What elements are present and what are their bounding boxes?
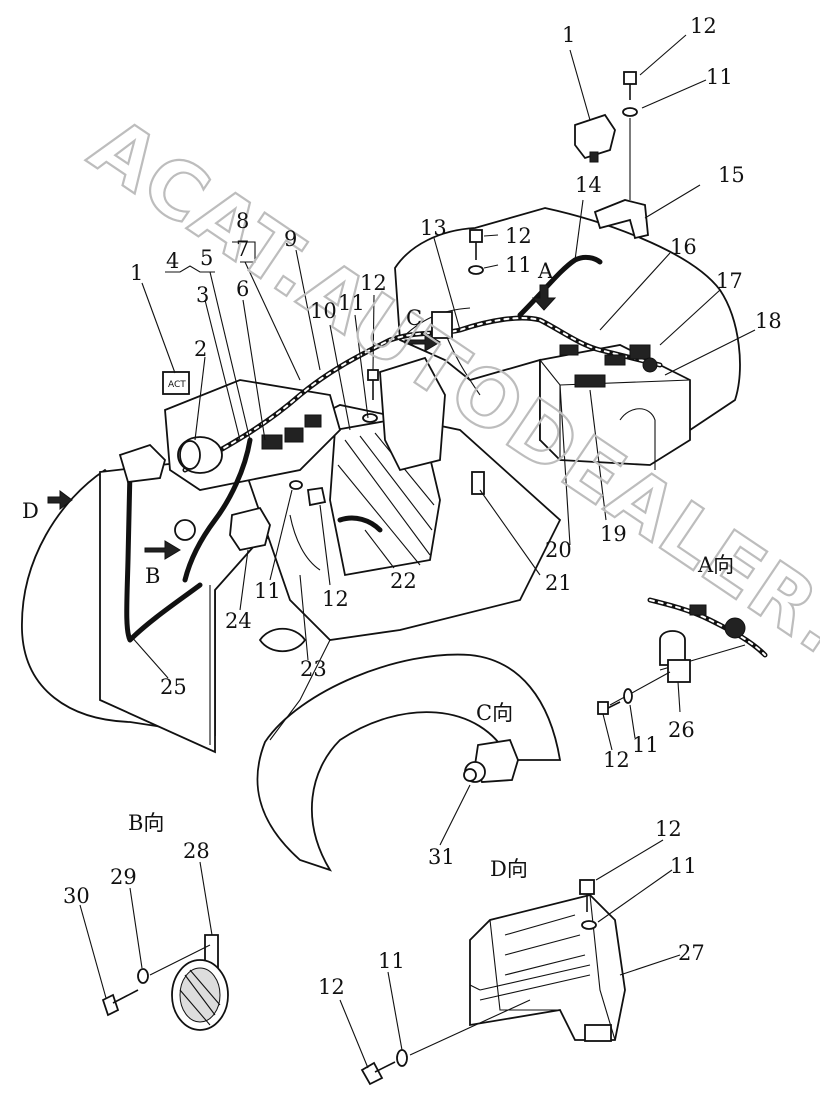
label-11-a: 11 [632, 733, 659, 757]
relay-24 [229, 506, 271, 552]
bolt-12-top [622, 71, 638, 117]
label-3: 3 [196, 283, 209, 307]
connector-box [431, 311, 453, 339]
label-12-c: 12 [360, 271, 387, 295]
label-31: 31 [428, 845, 455, 869]
air-cleaner [379, 356, 446, 472]
grommet-23 [258, 627, 307, 653]
rear-switch [174, 519, 196, 541]
svg-text:ACT: ACT [168, 380, 186, 390]
arrow-label-d: D [22, 499, 39, 523]
detail-d-guard [360, 879, 626, 1086]
label-11-low: 11 [254, 579, 281, 603]
label-28: 28 [183, 839, 210, 863]
label-25: 25 [160, 675, 187, 699]
label-11-d: 11 [670, 854, 697, 878]
label-7: 7 [236, 237, 249, 261]
label-12-a: 12 [603, 748, 630, 772]
harness-branch-left [182, 437, 253, 583]
cable-23 [289, 514, 321, 571]
label-22: 22 [390, 569, 417, 593]
arrow-a-icon [531, 284, 557, 311]
label-18: 18 [755, 309, 782, 333]
label-15: 15 [718, 163, 745, 187]
detail-b-horn [101, 934, 229, 1031]
view-title-d: D向 [490, 857, 528, 881]
label-30: 30 [63, 884, 90, 908]
label-2: 2 [194, 337, 207, 361]
rear-lamp [118, 443, 167, 483]
label-16: 16 [670, 235, 697, 259]
label-1-top: 1 [562, 23, 575, 47]
label-26: 26 [668, 718, 695, 742]
label-11-mid: 11 [505, 253, 532, 277]
label-9: 9 [284, 227, 297, 251]
bolt-12-mid [468, 229, 484, 275]
label-8: 8 [236, 209, 249, 233]
arrow-d-icon [47, 490, 73, 510]
label-24: 24 [225, 609, 252, 633]
right-fender [256, 653, 562, 872]
label-17: 17 [716, 269, 743, 293]
label-12-mid: 12 [505, 224, 532, 248]
lamp-part-1-top [574, 113, 616, 163]
label-5: 5 [200, 246, 213, 270]
leader-lines [79, 34, 756, 1069]
label-19: 19 [600, 522, 627, 546]
arrow-c-icon [404, 332, 441, 352]
label-13: 13 [420, 216, 447, 240]
view-title-c: C向 [476, 701, 513, 725]
bracket-15 [593, 199, 649, 240]
view-title-b: B向 [128, 811, 164, 835]
sensor-21 [471, 471, 485, 495]
battery-strap [619, 408, 656, 470]
harness-branch-22 [337, 515, 383, 533]
label-12-top: 12 [690, 14, 717, 38]
label-12-d2: 12 [318, 975, 345, 999]
label-1-left: 1 [130, 261, 143, 285]
label-10: 10 [310, 299, 337, 323]
label-12-d: 12 [655, 817, 682, 841]
label-23: 23 [300, 657, 327, 681]
view-title-a: A向 [697, 553, 734, 577]
horn-part-2 [177, 436, 223, 474]
label-4: 4 [166, 249, 179, 273]
connector-cluster [261, 344, 658, 450]
label-12-low: 12 [322, 587, 349, 611]
deck-edge [269, 639, 331, 741]
lamp-part-1-left: ACT [162, 371, 190, 395]
arrow-label-b: B [145, 564, 160, 588]
label-11-d2: 11 [378, 949, 405, 973]
harness-branch-down [124, 467, 203, 643]
arrow-label-c: C [406, 306, 422, 330]
label-21: 21 [545, 571, 572, 595]
arrow-label-a: A [537, 259, 554, 283]
label-27: 27 [678, 941, 705, 965]
detail-c-switch [463, 739, 519, 783]
harness-branch-14 [517, 254, 603, 318]
arrow-b-icon [144, 540, 181, 560]
label-6: 6 [236, 277, 249, 301]
label-11-top: 11 [706, 65, 733, 89]
label-20: 20 [545, 538, 572, 562]
label-14: 14 [575, 173, 602, 197]
detail-a [597, 597, 768, 715]
bolt-12-low [289, 480, 327, 507]
label-29: 29 [110, 865, 137, 889]
label-11-c: 11 [338, 291, 365, 315]
